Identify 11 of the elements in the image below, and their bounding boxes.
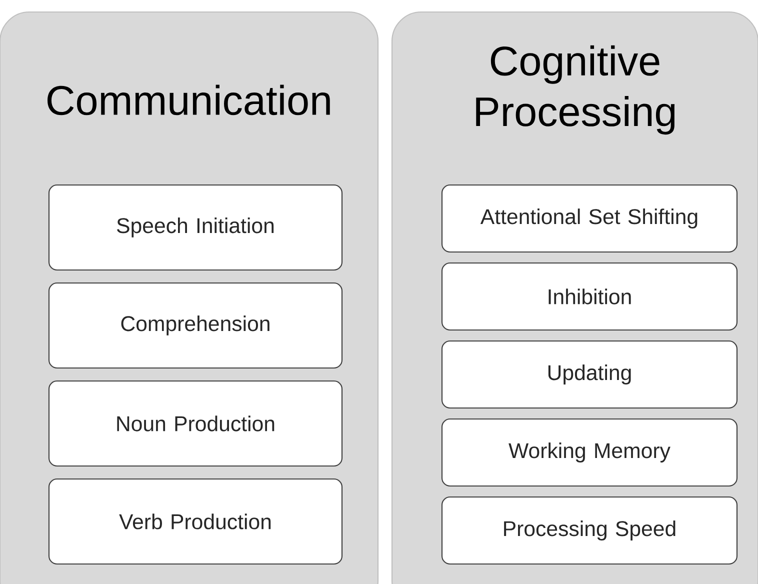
- item-box: Inhibition: [441, 262, 738, 331]
- item-box: Processing Speed: [441, 496, 738, 565]
- item-box: Verb Production: [48, 478, 343, 564]
- item-box: Speech Initiation: [48, 184, 343, 271]
- panel-heading: Communication: [48, 84, 330, 116]
- item-box: Noun Production: [48, 380, 343, 466]
- item-box: Comprehension: [48, 282, 343, 368]
- panel-heading: Cognitive Processing: [476, 45, 675, 135]
- item-box: Working Memory: [441, 418, 738, 487]
- item-box: Attentional Set Shifting: [441, 184, 738, 253]
- item-box: Updating: [441, 340, 738, 409]
